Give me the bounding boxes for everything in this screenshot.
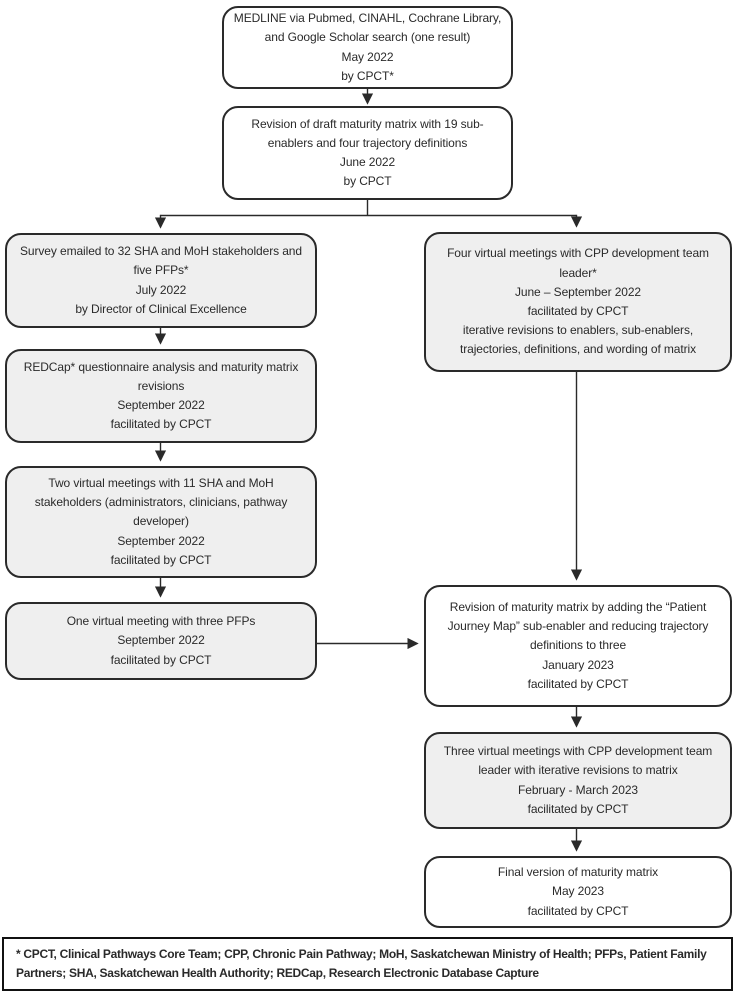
box-text-line: developer) bbox=[133, 514, 189, 529]
footnote-text-line: * CPCT, Clinical Pathways Core Team; CPP… bbox=[16, 947, 707, 962]
box-text-line: Survey emailed to 32 SHA and MoH stakeho… bbox=[20, 244, 302, 259]
box-text-line: iterative revisions to enablers, sub-ena… bbox=[462, 323, 694, 338]
box-text-line: facilitated by CPCT bbox=[527, 801, 629, 816]
box-text-line: definitions to three bbox=[529, 638, 627, 653]
box-text-line: stakeholders (administrators, clinicians… bbox=[34, 495, 288, 510]
box-text-line: One virtual meeting with three PFPs bbox=[66, 614, 256, 629]
box-text-line: five PFPs* bbox=[133, 263, 189, 278]
flow-box-two-virtual-meetings: Two virtual meetings with 11 SHA and MoH… bbox=[5, 466, 317, 578]
box-text-line: September 2022 bbox=[117, 533, 205, 548]
box-text-line: by CPCT bbox=[343, 174, 392, 189]
box-text-line: Revision of draft maturity matrix with 1… bbox=[251, 116, 484, 131]
box-text-line: May 2023 bbox=[552, 884, 604, 899]
flow-box-redcap-analysis: REDCap* questionnaire analysis and matur… bbox=[5, 349, 317, 443]
box-text-line: revisions bbox=[137, 378, 185, 393]
box-text-line: leader* bbox=[559, 265, 597, 280]
abbreviations-footnote: * CPCT, Clinical Pathways Core Team; CPP… bbox=[2, 937, 733, 991]
box-text-line: Four virtual meetings with CPP developme… bbox=[447, 246, 709, 261]
box-text-line: June 2022 bbox=[339, 155, 396, 169]
box-text-line: February - March 2023 bbox=[518, 782, 638, 797]
box-text-line: and Google Scholar search (one result) bbox=[264, 30, 471, 45]
box-text-line: July 2022 bbox=[135, 282, 187, 297]
box-text-line: MEDLINE via Pubmed, CINAHL, Cochrane Lib… bbox=[233, 11, 502, 26]
box-text-line: facilitated by CPCT bbox=[527, 903, 629, 918]
box-text-line: by Director of Clinical Excellence bbox=[75, 301, 247, 316]
box-text-line: June – September 2022 bbox=[515, 284, 641, 299]
box-text-line: leader with iterative revisions to matri… bbox=[478, 763, 678, 778]
box-text-line: Final version of maturity matrix bbox=[497, 865, 659, 880]
flow-box-three-virtual-meetings: Three virtual meetings with CPP developm… bbox=[424, 732, 732, 829]
box-text-line: REDCap* questionnaire analysis and matur… bbox=[23, 359, 299, 374]
box-text-line: January 2023 bbox=[542, 657, 614, 672]
footnote-text-line: Partners; SHA, Saskatchewan Health Autho… bbox=[16, 966, 539, 980]
box-text-line: Two virtual meetings with 11 SHA and MoH bbox=[48, 476, 274, 491]
box-text-line: facilitated by CPCT bbox=[110, 417, 212, 432]
box-text-line: by CPCT* bbox=[341, 68, 394, 83]
box-text-line: Journey Map” sub-enabler and reducing tr… bbox=[447, 619, 709, 634]
box-text-line: September 2022 bbox=[117, 398, 205, 412]
flow-box-matrix-revision-patient-journey: Revision of maturity matrix by adding th… bbox=[424, 585, 732, 707]
flow-box-final-version: Final version of maturity matrix May 202… bbox=[424, 856, 732, 928]
box-text-line: facilitated by CPCT bbox=[110, 652, 212, 667]
flow-box-literature-search: MEDLINE via Pubmed, CINAHL, Cochrane Lib… bbox=[222, 6, 513, 89]
box-text-line: September 2022 bbox=[117, 633, 205, 648]
box-text-line: enablers and four trajectory definitions bbox=[267, 135, 468, 150]
box-text-line: Three virtual meetings with CPP developm… bbox=[443, 744, 713, 759]
flow-box-stakeholder-survey: Survey emailed to 32 SHA and MoH stakeho… bbox=[5, 233, 317, 328]
flow-box-four-virtual-meetings: Four virtual meetings with CPP developme… bbox=[424, 232, 732, 372]
box-text-line: facilitated by CPCT bbox=[527, 304, 629, 318]
flow-box-draft-matrix-revision: Revision of draft maturity matrix with 1… bbox=[222, 106, 513, 200]
flow-box-one-virtual-meeting: One virtual meeting with three PFPs Sept… bbox=[5, 602, 317, 680]
box-text-line: trajectories, definitions, and wording o… bbox=[460, 342, 696, 357]
box-text-line: Revision of maturity matrix by adding th… bbox=[449, 600, 707, 615]
box-text-line: facilitated by CPCT bbox=[110, 552, 212, 567]
box-text-line: facilitated by CPCT bbox=[527, 676, 629, 691]
box-text-line: May 2022 bbox=[341, 49, 394, 64]
